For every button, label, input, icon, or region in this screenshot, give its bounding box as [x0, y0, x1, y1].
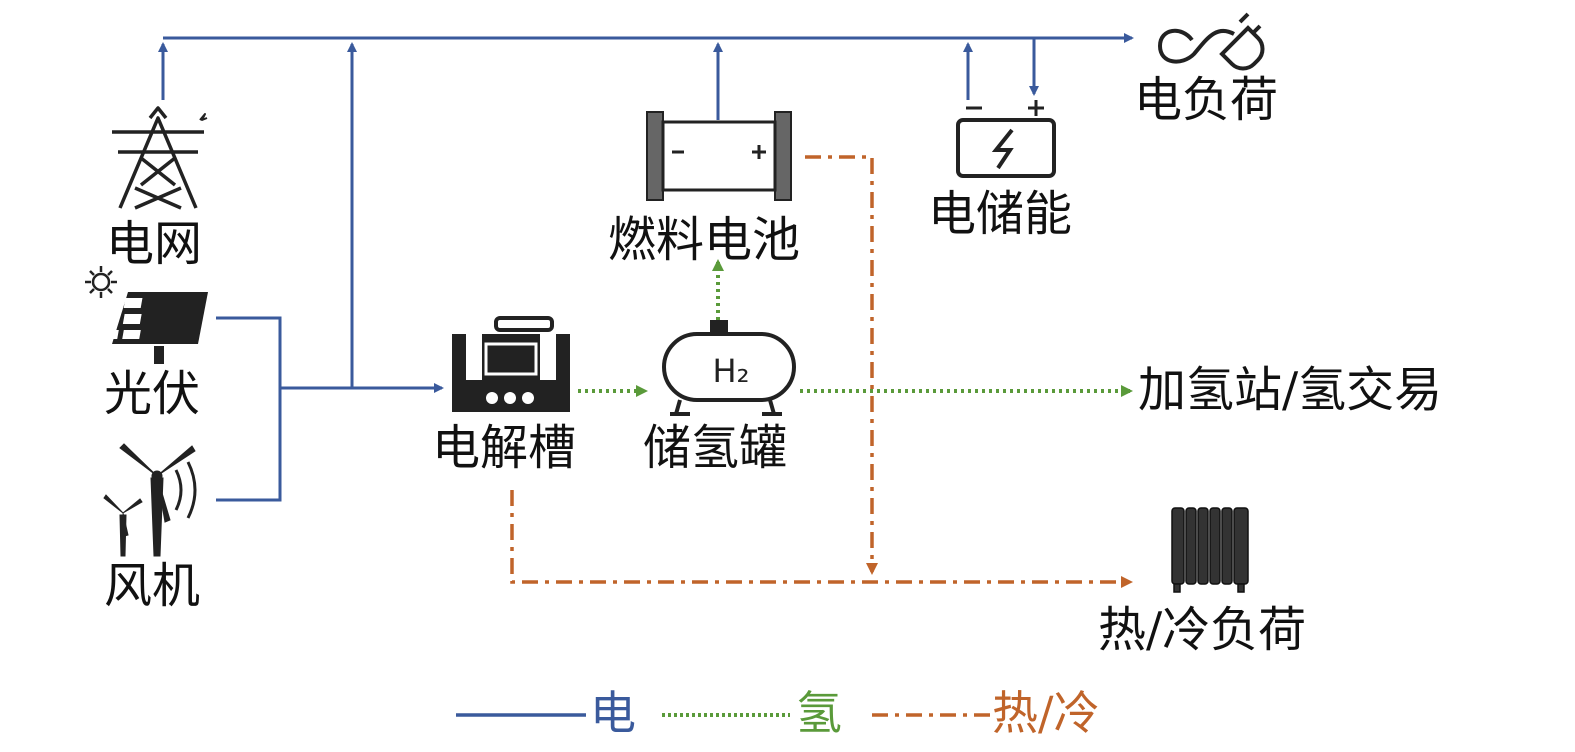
fuel-cell-label: 燃料电池	[608, 212, 801, 268]
wind-label: 风机	[104, 558, 201, 614]
thermal-lines	[510, 155, 1133, 588]
legend-electric-label: 电	[590, 686, 636, 740]
thermal-load-label: 热/冷负荷	[1098, 602, 1307, 658]
electrolyzer-icon	[452, 316, 570, 412]
electrolyzer-heat-line	[510, 490, 1133, 588]
hydrogen-tank-icon	[662, 320, 796, 416]
fuelcell-heat-line	[805, 155, 878, 575]
transmission-tower-icon	[112, 106, 208, 210]
solar-panel-icon	[78, 292, 208, 364]
plug-icon	[1157, 12, 1265, 71]
h2-tank-label: 储氢罐	[643, 420, 788, 476]
wind-turbine-icon	[103, 443, 197, 557]
elec-load-label: 电负荷	[1134, 72, 1279, 128]
legend-hydrogen-label: 氢	[796, 686, 842, 740]
sun-icon	[85, 266, 117, 298]
pv-wind-collector	[216, 316, 282, 502]
legend-thermal-label: 热/冷	[992, 686, 1100, 740]
grid-label: 电网	[106, 216, 203, 272]
h2-mark: H₂	[713, 352, 750, 390]
pv-label: 光伏	[104, 366, 201, 422]
fuel-cell-icon	[646, 111, 792, 201]
h2-station-label: 加氢站/氢交易	[1138, 362, 1443, 418]
battery-icon	[956, 100, 1056, 178]
battery-label: 电储能	[928, 186, 1073, 242]
electrolyzer-label: 电解槽	[432, 420, 577, 476]
electric-lines	[158, 33, 1134, 502]
hydrogen-lines	[578, 259, 1133, 397]
radiator-icon	[1171, 507, 1249, 593]
